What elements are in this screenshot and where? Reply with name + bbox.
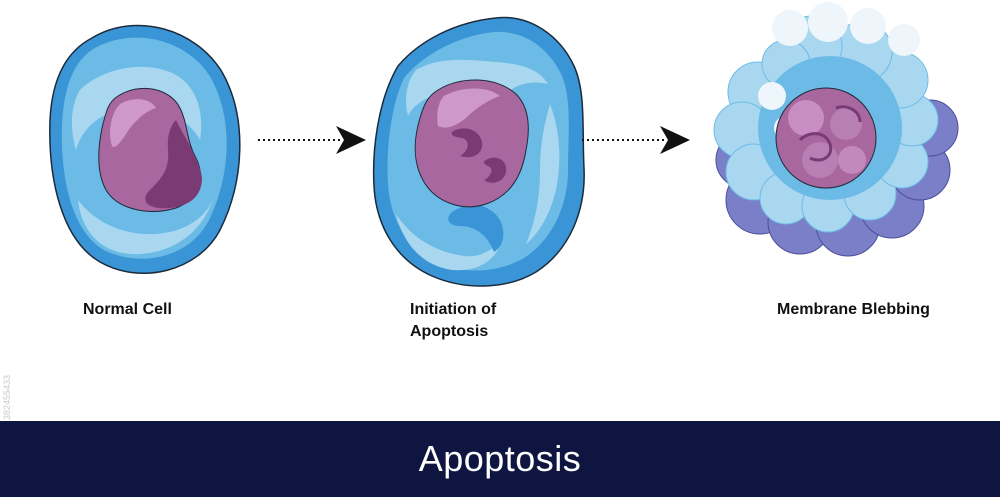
stage-label-membrane-blebbing: Membrane Blebbing [777, 301, 930, 318]
normal-cell-lower-band [78, 196, 214, 255]
initiating-cell-nucleus-highlight [437, 88, 500, 128]
arrow-normal-to-initiation [258, 126, 366, 154]
stage-label-initiation-line-1: Initiation of [410, 301, 497, 318]
normal-cell-nucleus-highlight [110, 99, 156, 147]
stage-label-initiation: Initiation of Apoptosis [410, 299, 550, 343]
blebbing-cell-nucleus [775, 87, 877, 189]
stage-label-normal-cell: Normal Cell [83, 301, 172, 318]
normal-cell-highlight [71, 66, 202, 150]
arrow-initiation-to-blebbing [582, 126, 690, 154]
initiating-cell-nucleus-fold-b [483, 157, 507, 183]
normal-cell-nucleus-shade [145, 120, 202, 209]
side-stock-id: 382455433 [2, 374, 12, 420]
title-banner: Apoptosis [0, 421, 1000, 497]
initiating-cell [372, 16, 585, 287]
blebbing-cell [713, 2, 959, 257]
initiating-cell-lower-band [396, 214, 502, 271]
initiating-cell-nucleus-fold-a [451, 128, 483, 158]
normal-cell [49, 24, 241, 274]
banner-title: Apoptosis [418, 438, 582, 479]
initiating-cell-inner-fold [448, 205, 504, 252]
stage-label-initiation-line-2: Apoptosis [410, 323, 489, 340]
apoptosis-diagram [49, 2, 959, 287]
initiating-cell-side-band [526, 104, 560, 244]
